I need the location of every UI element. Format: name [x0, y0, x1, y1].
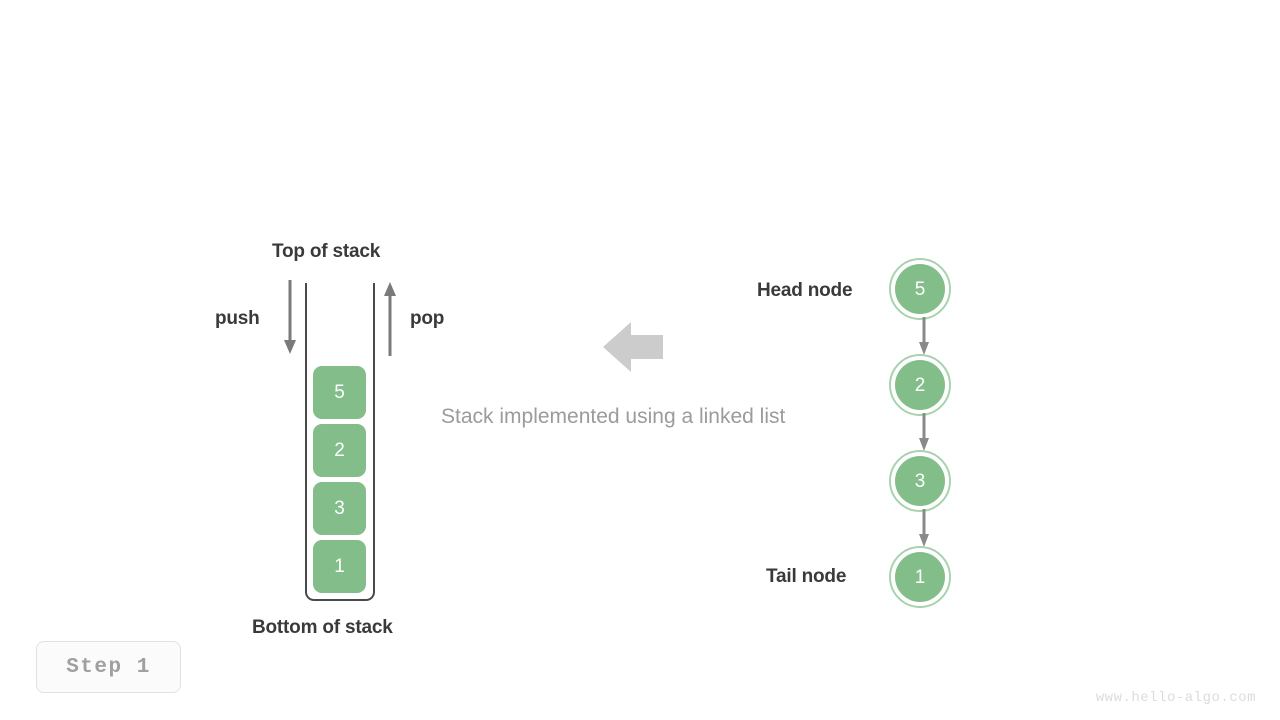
stack-cell: 5	[313, 366, 366, 419]
stack-container: 1 3 2 5	[305, 283, 375, 601]
stack-left-wall	[305, 283, 307, 573]
next-pointer-arrow-icon	[919, 317, 929, 355]
stack-floor	[305, 567, 375, 601]
node-value: 2	[895, 360, 945, 410]
head-node-label: Head node	[757, 280, 853, 301]
node-value: 5	[895, 264, 945, 314]
next-pointer-arrow-icon	[919, 509, 929, 547]
node-value: 1	[895, 552, 945, 602]
stack-right-wall	[373, 283, 375, 573]
list-node: 3	[889, 450, 951, 512]
push-label: push	[215, 308, 260, 329]
pop-label: pop	[410, 308, 445, 329]
diagram-caption: Stack implemented using a linked list	[441, 405, 786, 428]
linked-list: 5 2 3 1	[888, 255, 952, 615]
list-node: 2	[889, 354, 951, 416]
list-node: 5	[889, 258, 951, 320]
node-value: 3	[895, 456, 945, 506]
list-node: 1	[889, 546, 951, 608]
stack-cell: 2	[313, 424, 366, 477]
tail-node-label: Tail node	[766, 566, 847, 587]
bottom-of-stack-label: Bottom of stack	[252, 617, 393, 638]
next-pointer-arrow-icon	[919, 413, 929, 451]
stack-cell: 3	[313, 482, 366, 535]
top-of-stack-label: Top of stack	[272, 241, 381, 262]
step-badge: Step 1	[36, 641, 181, 693]
stack-cell-list: 1 3 2 5	[313, 366, 366, 593]
left-block-arrow-icon	[603, 322, 663, 372]
watermark: www.hello-algo.com	[1095, 690, 1256, 706]
push-arrow-icon	[284, 280, 296, 354]
stack-cell: 1	[313, 540, 366, 593]
pop-arrow-icon	[384, 282, 396, 356]
